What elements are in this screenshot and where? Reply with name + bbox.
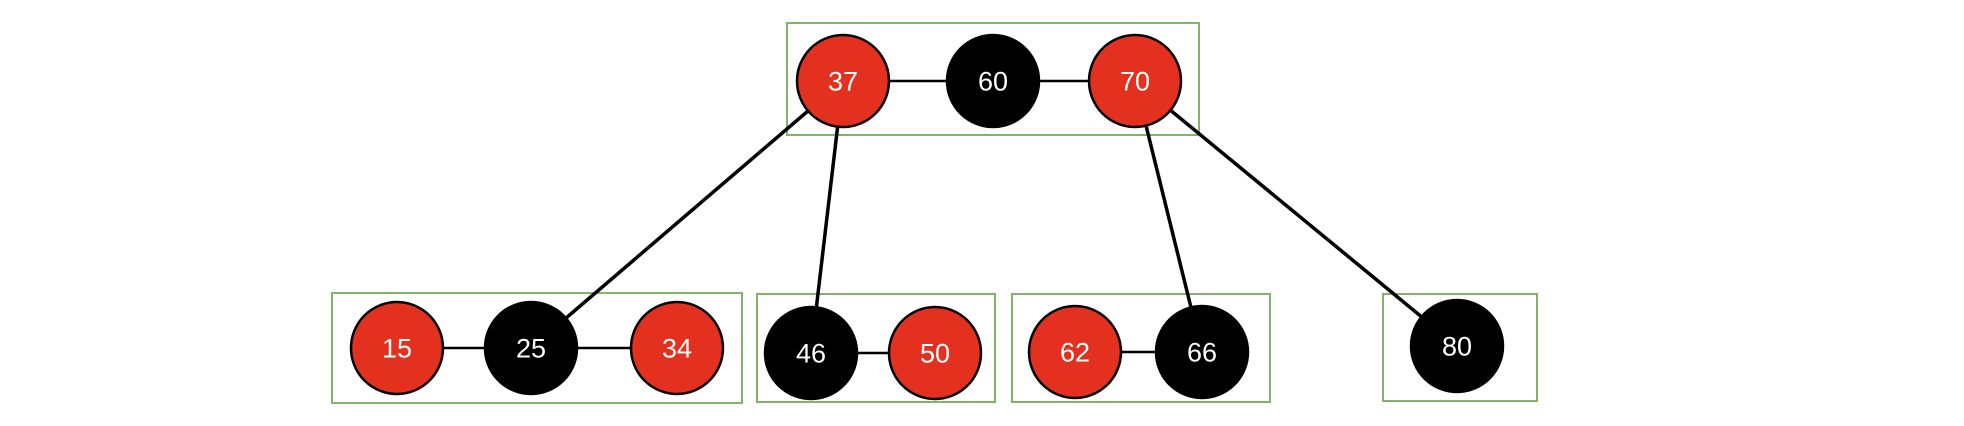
edge-37-25 [529, 79, 845, 350]
node-label-60: 60 [978, 67, 1008, 97]
tree-node-25-black [483, 300, 579, 396]
tree-node-66-black [1154, 304, 1250, 400]
node-label-80: 80 [1442, 332, 1472, 362]
tree-node-15-red [349, 300, 445, 396]
node-label-25: 25 [516, 334, 546, 364]
tree-node-60-black [945, 33, 1041, 129]
tree-node-46-black [763, 305, 859, 401]
node-label-46: 46 [796, 339, 826, 369]
tree-node-34-red [629, 300, 725, 396]
tree-node-37-red [795, 33, 891, 129]
node-label-15: 15 [382, 334, 412, 364]
tree-node-62-red [1027, 304, 1123, 400]
node-label-50: 50 [920, 339, 950, 369]
tree-node-70-red [1087, 33, 1183, 129]
cluster-box-root [786, 22, 1200, 136]
cluster-box-leaf-1 [331, 292, 743, 404]
tree-node-50-red [887, 305, 983, 401]
node-label-70: 70 [1120, 67, 1150, 97]
cluster-box-leaf-2 [756, 293, 996, 403]
cluster-box-leaf-3 [1011, 293, 1271, 403]
node-label-62: 62 [1060, 338, 1090, 368]
edge-70-80 [1133, 79, 1459, 348]
tree-node-80-black [1409, 298, 1505, 394]
node-label-37: 37 [828, 67, 858, 97]
node-label-66: 66 [1187, 338, 1217, 368]
node-label-34: 34 [662, 334, 692, 364]
cluster-box-leaf-4 [1382, 293, 1538, 402]
